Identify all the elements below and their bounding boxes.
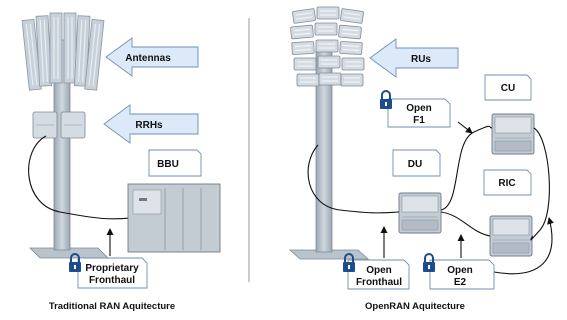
openran-section: RUs CU Open F1 DU RIC Open Fronthaul	[288, 6, 554, 312]
cu-server	[491, 113, 535, 155]
rrhs-arrow	[103, 104, 199, 144]
open-fronthaul-line2: Fronthaul	[356, 277, 402, 288]
rrh-to-bbu-cable	[28, 135, 131, 220]
traditional-caption: Traditional RAN Aquitecture	[49, 301, 175, 312]
bbu-box	[148, 149, 202, 177]
du-to-ric-cable	[440, 211, 491, 237]
ric-box	[483, 169, 532, 196]
du-box	[392, 149, 441, 177]
padlock-icon	[379, 90, 393, 110]
open-e2-line1: Open	[447, 265, 473, 276]
open-f1-box	[387, 98, 451, 128]
open-f1-arrow	[457, 121, 473, 134]
rus-label: RUs	[411, 54, 431, 65]
open-f1-line2: F1	[413, 115, 425, 126]
ric-label: RIC	[498, 178, 515, 189]
du-label: DU	[408, 159, 422, 170]
open-f1-line1: Open	[406, 103, 432, 114]
traditional-ran-section: Antennas RRHs BBU Proprietary Fronthaul …	[21, 12, 221, 312]
rus-arrow	[369, 38, 459, 78]
padlock-icon	[422, 253, 436, 273]
ric-server	[489, 215, 533, 257]
openran-tower-base	[288, 249, 370, 260]
open-fronthaul-box	[347, 259, 410, 290]
ru-to-du-cable	[307, 144, 400, 214]
bbu-cabinet	[127, 183, 221, 253]
ru-cluster	[290, 6, 365, 87]
proprietary-fronthaul-line1: Proprietary	[85, 263, 139, 274]
open-e2-line2: E2	[454, 277, 467, 288]
antennas-label: Antennas	[125, 53, 171, 64]
proprietary-fronthaul-box	[77, 257, 148, 289]
du-server	[398, 192, 442, 234]
rrh-units	[32, 111, 86, 139]
antennas-arrow	[105, 37, 199, 77]
proprietary-fronthaul-line2: Fronthaul	[89, 275, 135, 286]
du-to-cu-cable	[440, 125, 493, 211]
cu-label: CU	[501, 83, 515, 94]
open-fronthaul-line1: Open	[366, 265, 392, 276]
cu-to-ric-cable	[530, 127, 550, 241]
rrhs-label: RRHs	[135, 120, 163, 131]
bbu-label: BBU	[157, 159, 179, 170]
cu-box	[484, 74, 532, 101]
open-e2-box	[429, 259, 495, 290]
e2-curved-arrow	[493, 217, 554, 275]
openran-caption: OpenRAN Aquitecture	[365, 301, 465, 312]
